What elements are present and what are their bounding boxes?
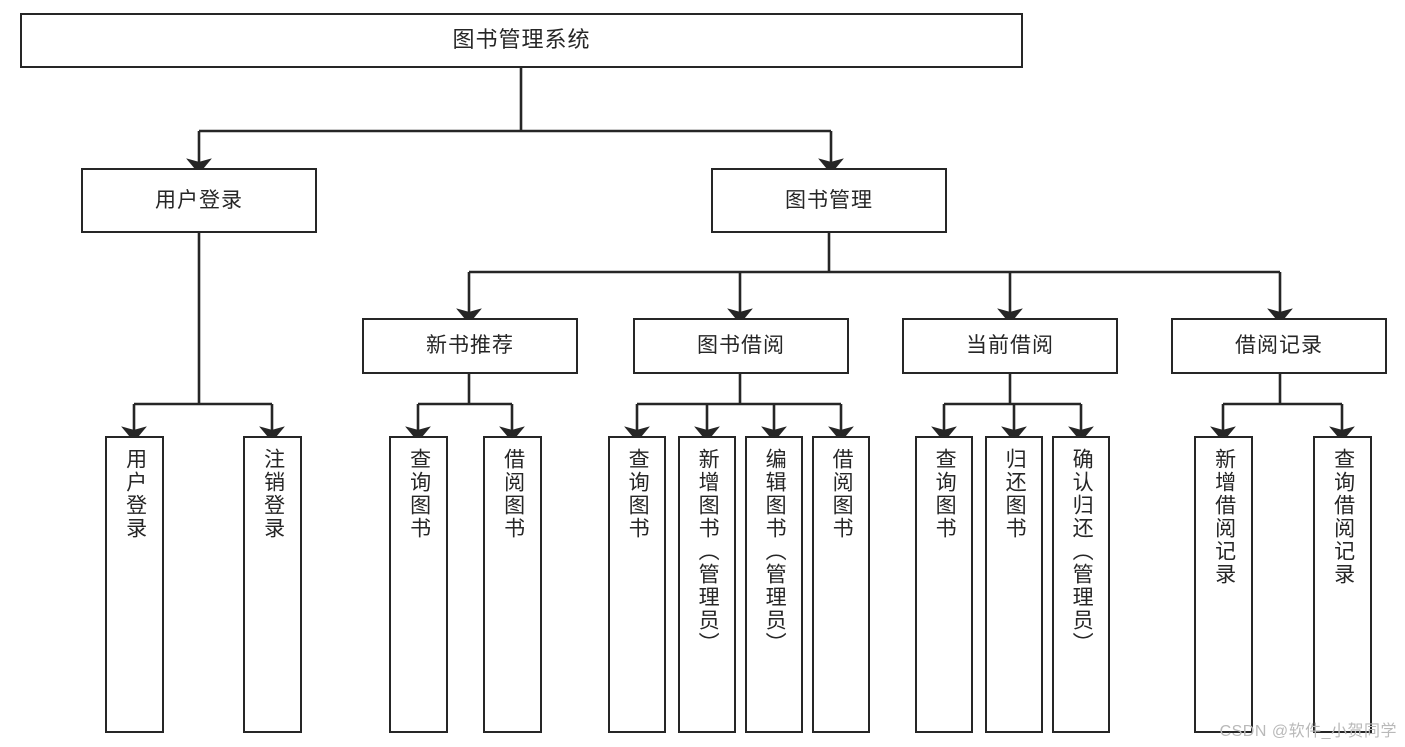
node-leaf-add-book[interactable]: 新增图书（管理员） [678,436,736,733]
node-leaf-add-record[interactable]: 新增借阅记录 [1194,436,1253,733]
node-leaf-add-book-label: 新增图书（管理员） [696,448,720,655]
node-current-borrow[interactable]: 当前借阅 [902,318,1118,374]
node-leaf-borrow-book-2[interactable]: 借阅图书 [812,436,870,733]
node-leaf-query-book-1[interactable]: 查询图书 [389,436,448,733]
node-book-manage[interactable]: 图书管理 [711,168,947,233]
node-leaf-logout[interactable]: 注销登录 [243,436,302,733]
node-leaf-confirm-return[interactable]: 确认归还（管理员） [1052,436,1110,733]
node-leaf-user-login[interactable]: 用户登录 [105,436,164,733]
node-book-manage-label: 图书管理 [785,188,873,212]
node-leaf-query-book-1-label: 查询图书 [407,448,431,540]
node-root-system[interactable]: 图书管理系统 [20,13,1023,68]
node-leaf-add-record-label: 新增借阅记录 [1212,448,1236,586]
node-leaf-return-book[interactable]: 归还图书 [985,436,1043,733]
node-leaf-query-record-label: 查询借阅记录 [1331,448,1355,586]
node-book-borrow-label: 图书借阅 [697,334,785,358]
node-leaf-query-book-2[interactable]: 查询图书 [608,436,666,733]
node-leaf-borrow-book-2-label: 借阅图书 [830,448,854,540]
node-root-label: 图书管理系统 [452,27,591,53]
node-leaf-user-login-label: 用户登录 [123,448,147,540]
node-leaf-query-book-3-label: 查询图书 [933,448,957,540]
node-leaf-logout-label: 注销登录 [261,448,285,540]
node-leaf-borrow-book-1[interactable]: 借阅图书 [483,436,542,733]
node-leaf-query-record[interactable]: 查询借阅记录 [1313,436,1372,733]
node-leaf-edit-book[interactable]: 编辑图书（管理员） [745,436,803,733]
node-borrow-record-label: 借阅记录 [1235,334,1323,358]
node-leaf-query-book-3[interactable]: 查询图书 [915,436,973,733]
node-leaf-confirm-return-label: 确认归还（管理员） [1070,448,1094,655]
node-user-login-label: 用户登录 [155,188,243,212]
node-leaf-borrow-book-1-label: 借阅图书 [501,448,525,540]
node-current-borrow-label: 当前借阅 [966,334,1054,358]
node-new-book-rec[interactable]: 新书推荐 [362,318,578,374]
node-new-book-rec-label: 新书推荐 [426,334,514,358]
node-book-borrow[interactable]: 图书借阅 [633,318,849,374]
node-leaf-return-book-label: 归还图书 [1003,448,1027,540]
node-user-login[interactable]: 用户登录 [81,168,317,233]
node-borrow-record[interactable]: 借阅记录 [1171,318,1387,374]
node-leaf-query-book-2-label: 查询图书 [626,448,650,540]
node-leaf-edit-book-label: 编辑图书（管理员） [763,448,787,655]
